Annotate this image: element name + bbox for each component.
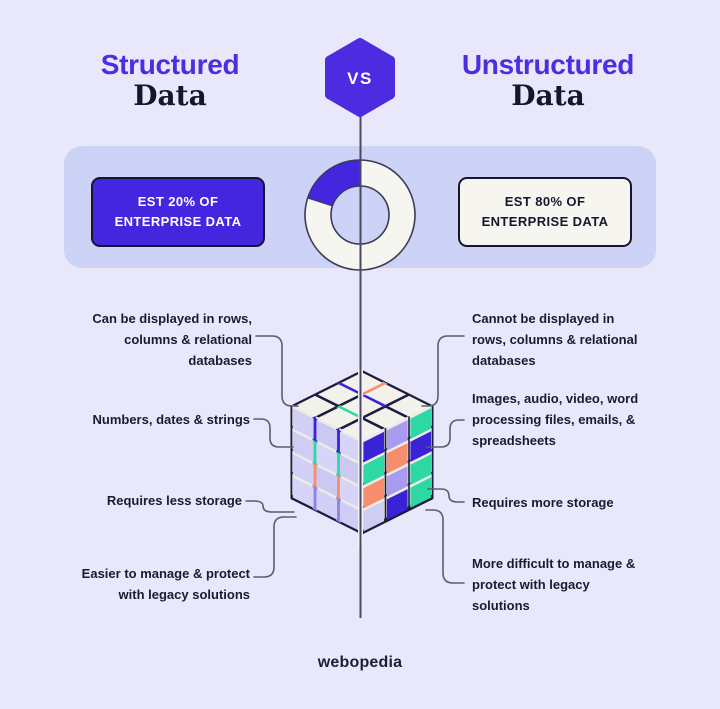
cube-right-tile [410, 477, 432, 508]
label-line: with legacy solutions [118, 587, 250, 602]
label-right-more-difficult: More difficult to manage & protect with … [472, 553, 692, 616]
label-right-more-storage: Requires more storage [472, 492, 682, 513]
connector-line [421, 335, 465, 407]
unstructured-share-line2: ENTERPRISE DATA [481, 214, 609, 229]
cube-gap-sliver [336, 451, 341, 477]
cube-gap-sliver [336, 497, 341, 523]
cube-left-tile [292, 454, 314, 485]
unstructured-share-badge: EST 80% OF ENTERPRISE DATA [458, 177, 632, 247]
cube-top-sliver [336, 381, 365, 396]
label-line: Cannot be displayed in [472, 311, 615, 326]
connector-line [427, 488, 465, 503]
webopedia-logo: webopedia [317, 654, 403, 671]
structured-title-line1: Structured [100, 49, 240, 80]
unstructured-title: Unstructured Data [408, 50, 688, 112]
label-left-easier-manage: Easier to manage & protect with legacy s… [30, 563, 250, 605]
connector-line [426, 419, 465, 448]
label-line: Requires less storage [106, 493, 242, 508]
cube-left-tile [292, 477, 314, 508]
cube-top-tile [364, 407, 407, 429]
label-right-images-audio: Images, audio, video, word processing fi… [472, 388, 682, 451]
cube-top-sliver [359, 393, 388, 408]
structured-share-line1: EST 20% OF [137, 194, 219, 209]
cube-gap-sliver [312, 462, 318, 489]
cube-gap-sliver [336, 474, 341, 500]
cube-left-tile [292, 408, 314, 439]
cube-gap-sliver [312, 416, 318, 443]
cube-top-sliver [336, 405, 365, 420]
label-line: More difficult to manage & [472, 556, 636, 571]
cube-right-tile [363, 454, 385, 486]
cube-gap-sliver [336, 428, 341, 454]
connector-line [253, 418, 294, 448]
cube-right-tile [410, 408, 432, 439]
label-line: columns & relational [124, 332, 252, 347]
cube-top-tile [294, 395, 336, 417]
cube-top-tile [388, 395, 430, 417]
cube-top-tile [317, 384, 360, 405]
connector-line [425, 509, 465, 584]
cube-left-tile [339, 500, 361, 532]
unstructured-share-line1: EST 80% OF [504, 194, 586, 209]
cube-left-tile [339, 454, 361, 486]
cube-left-tile [292, 431, 314, 462]
cube-left-tile [316, 443, 338, 474]
cube-right-tile [386, 420, 408, 451]
unstructured-title-line2: Data [511, 79, 585, 112]
connector-line [245, 500, 295, 513]
label-left-numbers-dates: Numbers, dates & strings [40, 409, 251, 430]
cube-right-tile [386, 443, 408, 474]
cube-top-sliver [359, 381, 388, 396]
label-line: processing files, emails, & [472, 412, 636, 427]
cube-right-tile [386, 489, 408, 520]
label-line: Requires more storage [472, 495, 614, 510]
structured-share-line2: ENTERPRISE DATA [114, 214, 242, 229]
unstructured-title-line1: Unstructured [461, 49, 635, 80]
cube-right-tile [363, 477, 385, 509]
cube-left-tile [339, 431, 361, 463]
vs-label: VS [347, 69, 373, 88]
label-line: Easier to manage & protect [81, 566, 250, 581]
label-line: Numbers, dates & strings [92, 412, 251, 427]
connector-line [255, 335, 299, 407]
connector-lines [245, 335, 465, 584]
cube-left-tile [339, 477, 361, 509]
cube-right-tile [410, 454, 432, 485]
label-right-cannot-rows: Cannot be displayed in rows, columns & r… [472, 308, 682, 371]
label-line: databases [188, 353, 252, 368]
cube-left-tile [316, 420, 338, 451]
structured-title-line2: Data [133, 79, 207, 112]
cube-right-tile [363, 431, 385, 463]
hexagon-shape [325, 38, 395, 117]
label-line: Can be displayed in rows, [92, 311, 252, 326]
label-line: spreadsheets [472, 433, 556, 448]
label-left-less-storage: Requires less storage [32, 490, 242, 511]
cube-right-tile [363, 500, 385, 532]
structured-title: Structured Data [30, 50, 310, 112]
cube-top-tile [317, 407, 360, 429]
cube-gap-sliver [312, 439, 318, 466]
cube-top-tile [364, 384, 407, 405]
cube-left-tile [316, 489, 338, 520]
cube-right-tile [386, 466, 408, 497]
cube-left-tile [316, 466, 338, 497]
structured-share-badge: EST 20% OF ENTERPRISE DATA [91, 177, 265, 247]
label-line: protect with legacy [472, 577, 590, 592]
cube-right-tile [410, 431, 432, 462]
label-left-rows-columns: Can be displayed in rows, columns & rela… [42, 308, 252, 371]
vs-hexagon-badge: VS [325, 38, 395, 117]
cube-gap-sliver [312, 485, 318, 512]
label-line: Images, audio, video, word [472, 391, 639, 406]
label-line: solutions [472, 598, 530, 613]
label-line: databases [472, 353, 536, 368]
label-line: rows, columns & relational [472, 332, 638, 347]
connector-line [253, 516, 297, 578]
